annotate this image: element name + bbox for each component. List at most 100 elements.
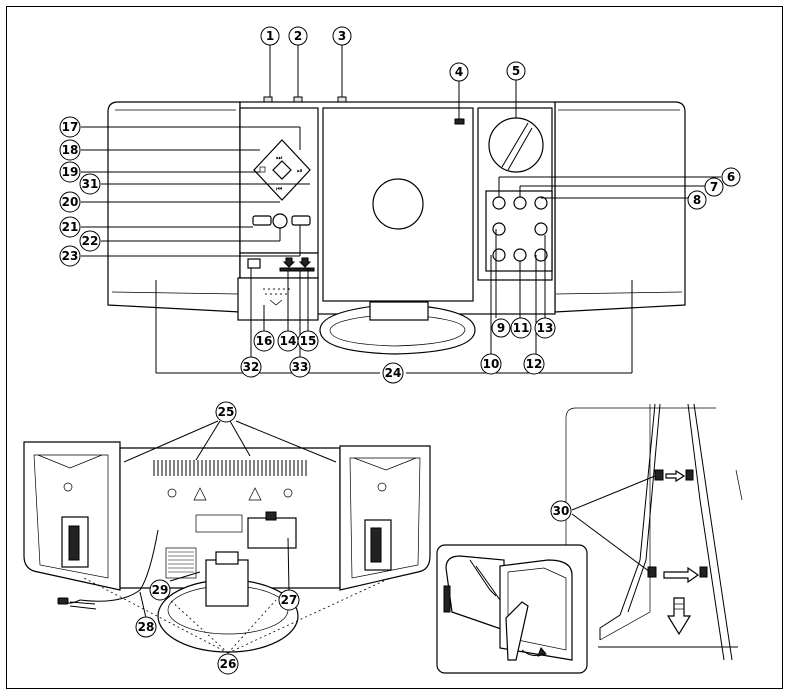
button-21 <box>252 215 272 226</box>
callout-13: 13 <box>534 317 556 339</box>
callout-19: 19 <box>59 161 81 183</box>
callout-8-label: 8 <box>693 193 701 207</box>
callout-11: 11 <box>510 317 532 339</box>
callout-20-label: 20 <box>62 195 79 209</box>
top-button-3 <box>337 96 347 103</box>
callout-13-label: 13 <box>537 321 554 335</box>
front-view: ⏭ ⏯ ⏮ <box>107 96 686 355</box>
callout-28-label: 28 <box>138 620 155 634</box>
callout-26-label: 26 <box>220 657 237 671</box>
callout-3-label: 3 <box>338 29 346 43</box>
callout-1-label: 1 <box>266 29 274 43</box>
callout-lines-top <box>81 45 721 374</box>
callout-25-label: 25 <box>218 405 235 419</box>
callout-22: 22 <box>79 230 101 252</box>
callout-9: 9 <box>491 318 511 338</box>
callout-5: 5 <box>506 61 526 81</box>
callout-7: 7 <box>704 177 724 197</box>
callout-19-label: 19 <box>62 165 79 179</box>
knob-22 <box>272 213 288 229</box>
callout-7-label: 7 <box>710 180 718 194</box>
callout-6: 6 <box>721 167 741 187</box>
callout-25: 25 <box>215 401 237 423</box>
callout-21-label: 21 <box>62 220 79 234</box>
callout-9-label: 9 <box>497 321 505 335</box>
button-23 <box>291 215 311 226</box>
callout-29: 29 <box>149 579 171 601</box>
callout-lines-bottom-left <box>83 420 391 654</box>
wall-mount-view <box>565 403 743 670</box>
center-button <box>272 160 292 180</box>
battery-cover <box>247 517 297 549</box>
callout-20: 20 <box>59 191 81 213</box>
volume-dial <box>488 117 544 173</box>
callout-10: 10 <box>480 353 502 375</box>
callout-17: 17 <box>59 116 81 138</box>
callout-4: 4 <box>449 62 469 82</box>
callout-30-label: 30 <box>553 504 570 518</box>
callout-4-label: 4 <box>455 65 463 79</box>
callout-12-label: 12 <box>526 357 543 371</box>
callout-1: 1 <box>260 26 280 46</box>
callout-33: 33 <box>289 356 311 378</box>
callout-11-label: 11 <box>513 321 530 335</box>
callout-27: 27 <box>278 589 300 611</box>
callout-32-label: 32 <box>243 360 260 374</box>
callout-28: 28 <box>135 616 157 638</box>
callout-15: 15 <box>297 330 319 352</box>
callout-15-label: 15 <box>300 334 317 348</box>
indicator-4 <box>454 118 465 125</box>
port-32 <box>247 258 261 269</box>
callout-14: 14 <box>277 330 299 352</box>
callout-18-label: 18 <box>62 143 79 157</box>
callout-2: 2 <box>288 26 308 46</box>
svg-text:⏭: ⏭ <box>276 154 283 162</box>
callout-8: 8 <box>687 190 707 210</box>
right-speaker <box>554 101 686 313</box>
callout-6-label: 6 <box>727 170 735 184</box>
callout-26: 26 <box>217 653 239 675</box>
usb-slot-33 <box>279 267 315 272</box>
callout-12: 12 <box>523 353 545 375</box>
callout-31: 31 <box>79 173 101 195</box>
callout-30: 30 <box>550 500 572 522</box>
callout-22-label: 22 <box>82 234 99 248</box>
slide-arrow-bottom <box>663 566 700 584</box>
back-vents <box>153 460 307 476</box>
callout-2-label: 2 <box>294 29 302 43</box>
callout-16: 16 <box>253 330 275 352</box>
callout-3: 3 <box>332 26 352 46</box>
right-speaker-back <box>339 445 431 591</box>
stand-base <box>319 303 476 355</box>
mount-inset <box>436 544 588 674</box>
callout-24-label: 24 <box>385 366 402 380</box>
left-speaker <box>107 101 241 313</box>
top-button-1 <box>263 96 273 103</box>
front-flap <box>237 277 319 321</box>
callout-5-label: 5 <box>512 64 520 78</box>
callout-32: 32 <box>240 356 262 378</box>
down-arrow <box>666 597 692 636</box>
callout-21: 21 <box>59 216 81 238</box>
svg-text:⏯: ⏯ <box>297 167 303 175</box>
flap-dots <box>263 288 290 295</box>
callout-18: 18 <box>59 139 81 161</box>
callout-31-label: 31 <box>82 177 99 191</box>
diagram-frame <box>6 6 783 689</box>
callout-23: 23 <box>59 245 81 267</box>
callout-23-label: 23 <box>62 249 79 263</box>
wall-plate <box>599 404 651 641</box>
callout-24: 24 <box>382 362 404 384</box>
left-speaker-back <box>23 441 121 591</box>
callout-29-label: 29 <box>152 583 169 597</box>
callout-10-label: 10 <box>483 357 500 371</box>
slide-arrow-top <box>665 469 686 483</box>
top-button-2 <box>293 96 303 103</box>
back-view <box>23 441 431 653</box>
cd-spindle <box>372 178 424 230</box>
power-cable <box>79 529 159 602</box>
svg-text:⏮: ⏮ <box>276 185 282 193</box>
callout-27-label: 27 <box>281 593 298 607</box>
callout-16-label: 16 <box>256 334 273 348</box>
